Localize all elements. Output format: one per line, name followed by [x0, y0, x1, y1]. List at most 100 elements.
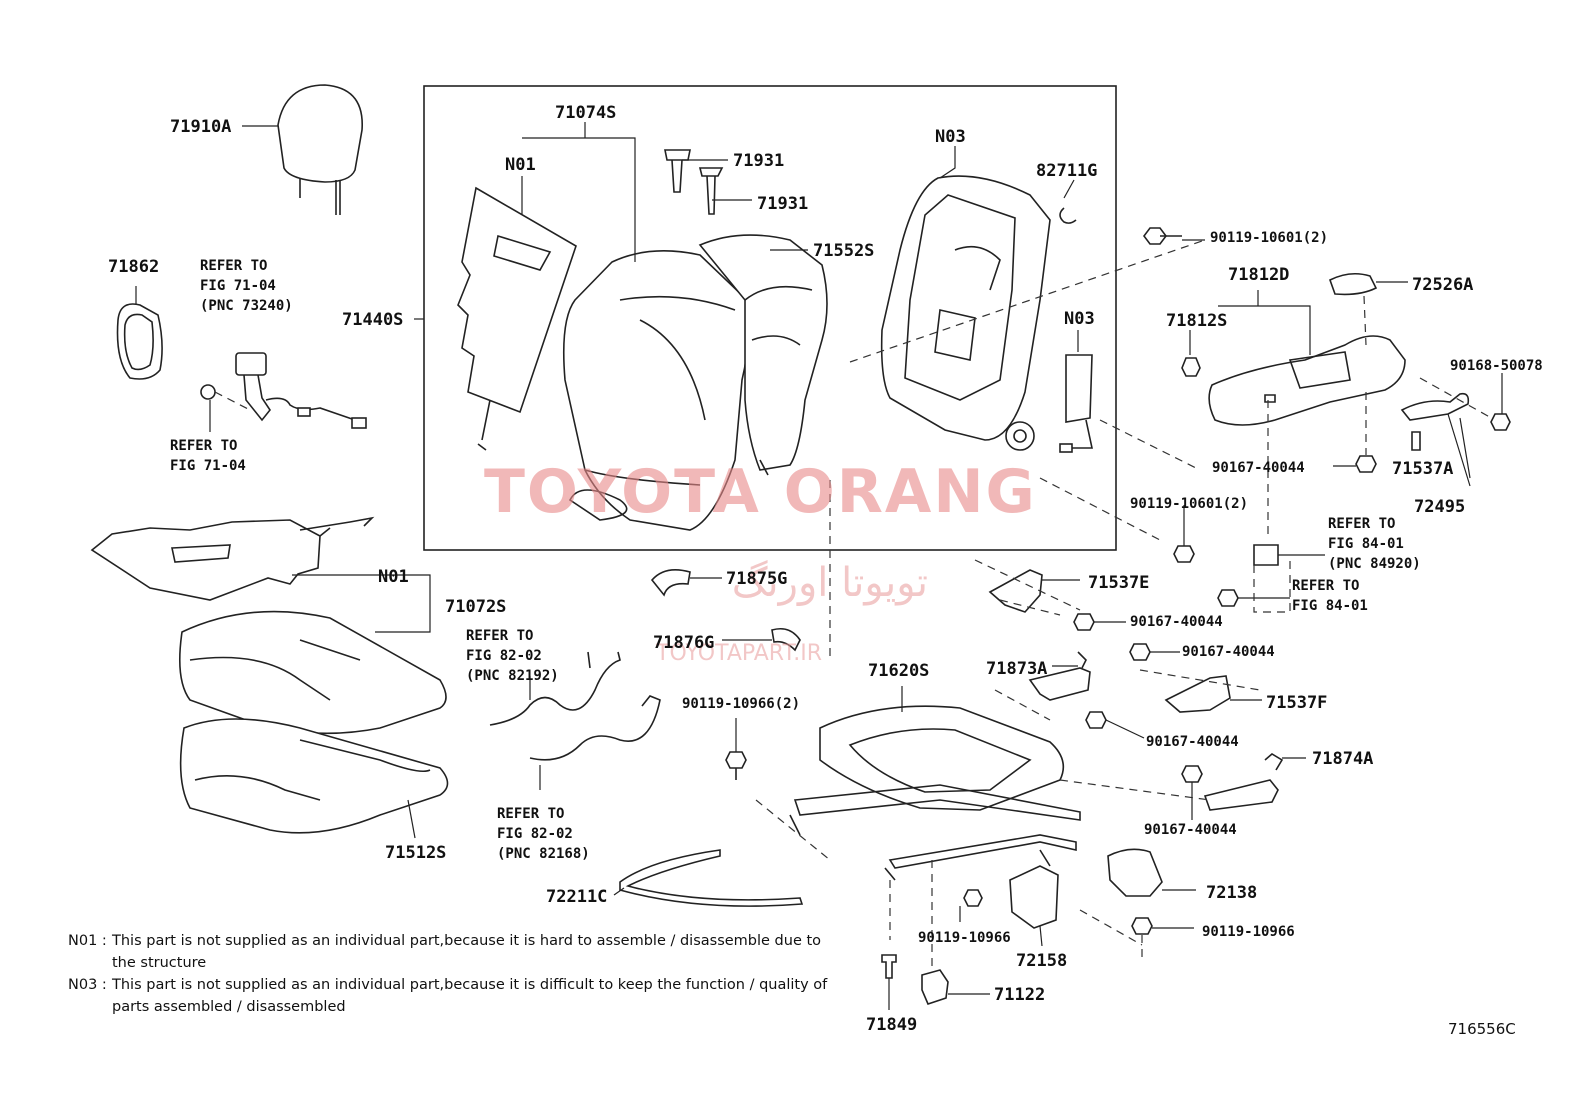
- label-71862: 71862: [108, 257, 159, 277]
- cover-71537F-drawing: [1139, 669, 1262, 713]
- label-71537E: 71537E: [1088, 573, 1149, 593]
- lever-72495-drawing: [1400, 373, 1511, 487]
- part-71122-drawing: [921, 860, 990, 1005]
- buckle-drawing: [200, 352, 367, 432]
- harness-82-02-drawing: [489, 651, 661, 790]
- side-shield-drawing: [1181, 290, 1406, 426]
- label-90119-10966-c: 90119-10966: [1202, 924, 1295, 940]
- refer-fig-71-04: REFER TO FIG 71-04: [170, 438, 246, 474]
- svg-text:FIG 82-02: FIG 82-02: [497, 826, 573, 842]
- bolt-90167-40044-b: [1073, 613, 1126, 631]
- cushion-mat-drawing: [90, 516, 410, 601]
- refer-fig-82-02-b: REFER TO FIG 82-02 (PNC 82168): [497, 806, 590, 862]
- label-90167-40044-e: 90167-40044: [1144, 822, 1237, 838]
- label-71875G: 71875G: [726, 569, 787, 589]
- label-71910A: 71910A: [170, 117, 231, 137]
- watermark-title: TOYOTA ORANG: [484, 457, 1037, 527]
- svg-text:FIG 71-04: FIG 71-04: [200, 278, 276, 294]
- seatback-board-drawing: [457, 176, 577, 451]
- svg-text:REFER TO: REFER TO: [200, 258, 267, 274]
- svg-text:(PNC 73240): (PNC 73240): [200, 298, 293, 314]
- label-71537F: 71537F: [1266, 693, 1327, 713]
- seatback-frame-drawing: [880, 146, 1077, 451]
- refer-fig-82-02-a: REFER TO FIG 82-02 (PNC 82192): [466, 628, 559, 684]
- headrest-support-drawing: [116, 286, 163, 380]
- label-90167-40044-b: 90167-40044: [1130, 614, 1223, 630]
- label-72526A: 72526A: [1412, 275, 1473, 295]
- cushion-pad-drawing: [179, 718, 449, 839]
- svg-text:REFER TO: REFER TO: [466, 628, 533, 644]
- label-90167-40044-a: 90167-40044: [1212, 460, 1305, 476]
- label-71074S: 71074S: [555, 103, 616, 123]
- note-n01: N01 : This part is not supplied as an in…: [68, 930, 828, 974]
- label-90119-10966-b: 90119-10966: [918, 930, 1011, 946]
- seatback-pad-drawing: [698, 234, 828, 476]
- label-71849: 71849: [866, 1015, 917, 1035]
- bolt-90119-10601-a: [1143, 227, 1182, 245]
- label-90167-40044-c: 90167-40044: [1182, 644, 1275, 660]
- refer-fig-71-04-pnc: REFER TO FIG 71-04 (PNC 73240): [200, 258, 293, 314]
- label-71552S: 71552S: [813, 241, 874, 261]
- note-n03-key: N03 :: [68, 977, 107, 993]
- refer-fig-84-01: REFER TO FIG 84-01: [1292, 578, 1368, 614]
- wire-72211C-drawing: [613, 849, 804, 907]
- headrest-guides-drawing: [664, 149, 752, 215]
- label-71812S: 71812S: [1166, 311, 1227, 331]
- label-71512S: 71512S: [385, 843, 446, 863]
- bolt-90167-40044-d: [1085, 711, 1145, 739]
- label-n01-back: N01: [505, 155, 536, 175]
- label-90119-10966-pair: 90119-10966(2): [682, 696, 800, 712]
- seatback-group-box: [423, 85, 1117, 551]
- bracket-72138-drawing: [1079, 848, 1196, 960]
- bolt-90167-40044-c: [1129, 643, 1180, 661]
- bolt-90167-40044-e: [1181, 765, 1203, 820]
- label-n01-cushion: N01: [378, 567, 409, 587]
- knob-72526A-drawing: [1329, 272, 1408, 346]
- seatback-cover-drawing: [522, 122, 749, 531]
- svg-text:(PNC 82192): (PNC 82192): [466, 668, 559, 684]
- note-n03: N03 : This part is not supplied as an in…: [68, 974, 828, 1018]
- connector-84-01-drawing: [1217, 544, 1325, 613]
- label-90167-40044-d: 90167-40044: [1146, 734, 1239, 750]
- label-90119-10601-a: 90119-10601(2): [1210, 230, 1328, 246]
- bracket-71873A-drawing: [994, 651, 1091, 721]
- cushion-cover-drawing: [178, 574, 447, 735]
- label-72211C: 72211C: [546, 887, 607, 907]
- label-71620S: 71620S: [868, 661, 929, 681]
- bolt-90119-10966-pair: [725, 718, 891, 940]
- label-82711G: 82711G: [1036, 161, 1097, 181]
- svg-text:REFER TO: REFER TO: [1292, 578, 1359, 594]
- svg-text:(PNC 84920): (PNC 84920): [1328, 556, 1421, 572]
- bracket-71874A-drawing: [1059, 753, 1306, 811]
- bolt-90119-10601-b: [1173, 505, 1195, 563]
- svg-text:(PNC 82168): (PNC 82168): [497, 846, 590, 862]
- cover-71875G-drawing: [650, 569, 722, 597]
- clip-71849-drawing: [881, 954, 897, 1010]
- label-71812D: 71812D: [1228, 265, 1289, 285]
- label-71537A: 71537A: [1392, 459, 1453, 479]
- svg-text:REFER TO: REFER TO: [497, 806, 564, 822]
- refer-fig-84-01-pnc: REFER TO FIG 84-01 (PNC 84920): [1328, 516, 1421, 572]
- bolt-90167-40044-a: [1267, 392, 1377, 535]
- label-71931-b: 71931: [757, 194, 808, 214]
- svg-text:REFER TO: REFER TO: [170, 438, 237, 454]
- headrest-drawing: [242, 84, 363, 215]
- label-72158: 72158: [1016, 951, 1067, 971]
- bracket-72158-drawing: [959, 865, 1059, 947]
- label-71122: 71122: [994, 985, 1045, 1005]
- label-n03-frame: N03: [935, 127, 966, 147]
- label-72495: 72495: [1414, 497, 1465, 517]
- cover-71537E-drawing: [974, 559, 1081, 616]
- label-71874A: 71874A: [1312, 749, 1373, 769]
- label-71931-a: 71931: [733, 151, 784, 171]
- svg-text:REFER TO: REFER TO: [1328, 516, 1395, 532]
- note-n01-key: N01 :: [68, 933, 107, 949]
- note-n03-text: This part is not supplied as an individu…: [112, 977, 828, 1015]
- svg-text:FIG 84-01: FIG 84-01: [1328, 536, 1404, 552]
- svg-text:FIG 84-01: FIG 84-01: [1292, 598, 1368, 614]
- label-90119-10601-b: 90119-10601(2): [1130, 496, 1248, 512]
- watermark-site: TOYOTAPART.IR: [655, 641, 822, 666]
- svg-text:FIG 71-04: FIG 71-04: [170, 458, 246, 474]
- label-72138: 72138: [1206, 883, 1257, 903]
- label-71072S: 71072S: [445, 597, 506, 617]
